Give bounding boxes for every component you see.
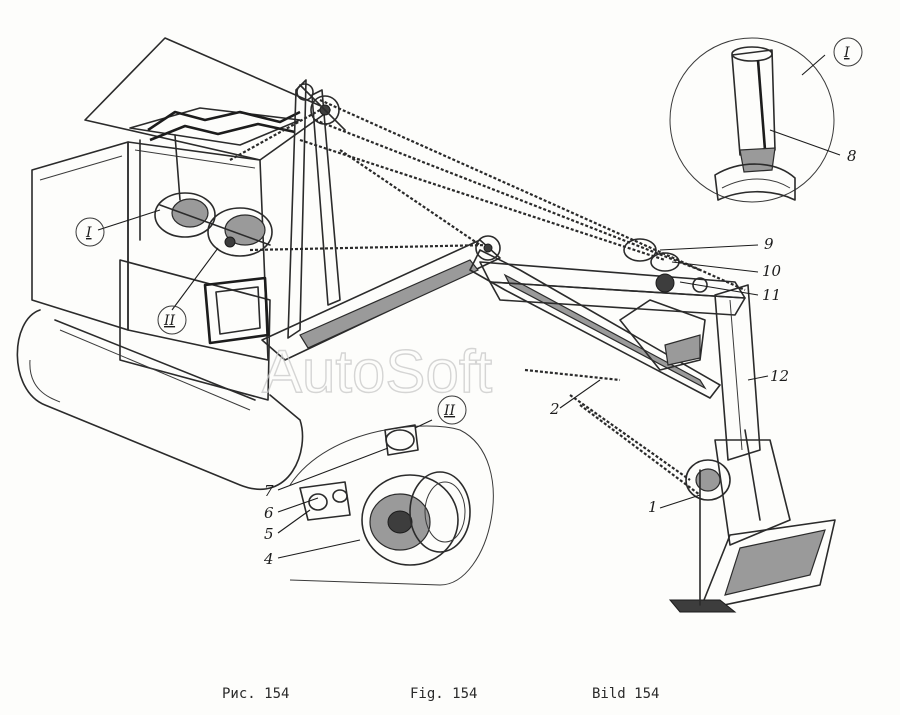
gantry-legs	[287, 79, 346, 339]
detail-marker-II-main: II	[157, 305, 187, 335]
callout-4: 4	[263, 550, 274, 568]
watermark-text: AutoSoft	[262, 338, 492, 405]
callout-8: 8	[847, 147, 857, 165]
callout-9: 9	[764, 235, 774, 253]
detail-marker-I-inset: I	[833, 37, 863, 67]
callout-12: 12	[770, 367, 789, 385]
vertical-arm	[714, 284, 761, 461]
svg-text:II: II	[163, 313, 176, 329]
callout-1: 1	[648, 498, 658, 516]
upper-sheaves	[623, 238, 708, 293]
leader-lines	[97, 54, 841, 559]
detail-marker-I-main: I	[75, 217, 105, 247]
hoist-drums	[154, 192, 273, 257]
caption-german: Bild 154	[592, 686, 660, 702]
svg-text:I: I	[843, 45, 850, 61]
hoist-ropes	[229, 98, 746, 496]
caption-russian: Рис. 154	[222, 686, 290, 702]
svg-text:I: I	[85, 225, 92, 241]
crawler-track	[16, 309, 304, 491]
callout-2: 2	[549, 400, 560, 418]
bucket	[668, 429, 836, 613]
callout-6: 6	[264, 504, 274, 522]
callout-5: 5	[264, 525, 274, 543]
caption-english: Fig. 154	[410, 686, 478, 702]
detail-II-view	[289, 424, 494, 586]
callout-10: 10	[762, 262, 782, 280]
callout-11: 11	[762, 286, 781, 304]
detail-marker-II-inset: II	[437, 395, 467, 425]
detail-I-view	[669, 37, 835, 203]
dipper-stick	[479, 261, 746, 371]
svg-text:II: II	[443, 403, 456, 419]
callout-7: 7	[264, 482, 274, 500]
